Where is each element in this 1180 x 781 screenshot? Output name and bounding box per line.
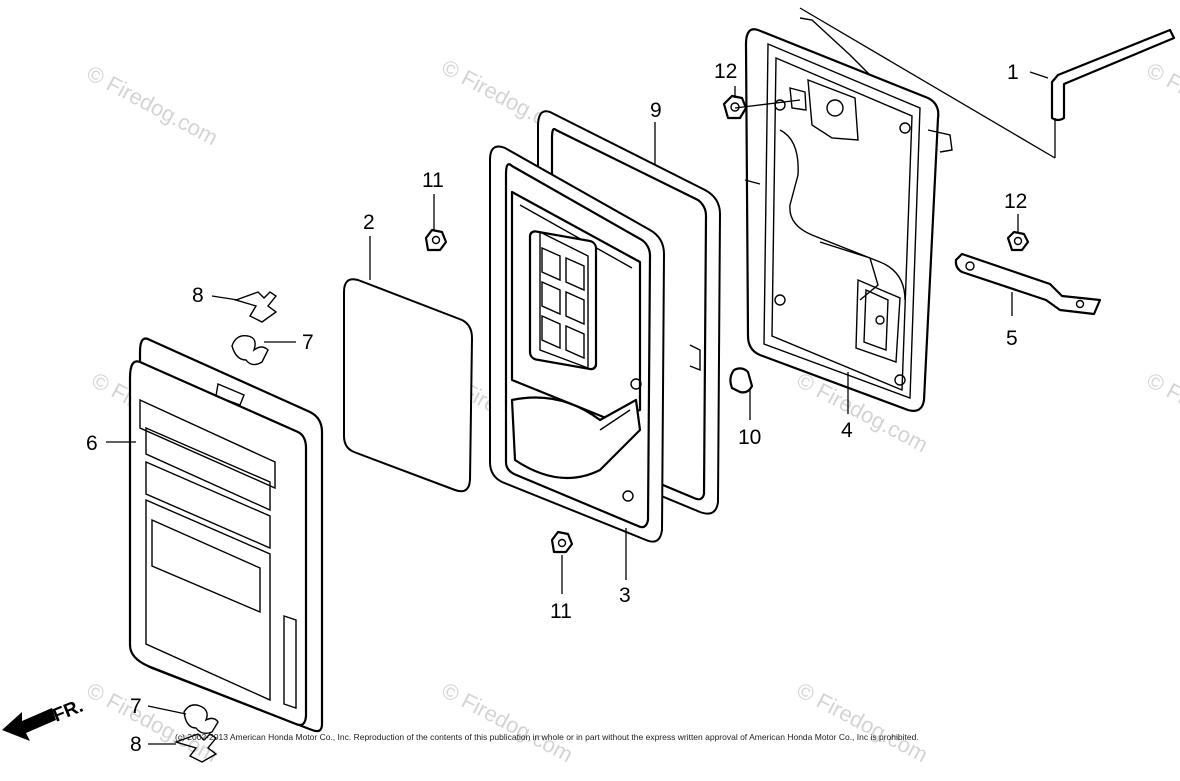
part-2-foam-element bbox=[343, 278, 474, 493]
part-11-nut-top bbox=[424, 228, 448, 252]
watermark: © Firedog.com bbox=[83, 677, 222, 767]
callout-12-right: 12 bbox=[1004, 190, 1027, 213]
part-12-nut-top bbox=[722, 94, 748, 120]
part-3-element-holder bbox=[489, 145, 701, 543]
callout-1: 1 bbox=[1007, 61, 1019, 84]
part-10-grommet bbox=[729, 367, 754, 394]
part-11-nut-bottom bbox=[550, 530, 574, 554]
part-8-clip-top bbox=[233, 291, 278, 323]
watermark: © Firedog.com bbox=[83, 60, 222, 150]
watermark: © Firedog.com bbox=[1143, 367, 1180, 457]
callout-5: 5 bbox=[1006, 327, 1018, 350]
watermark: © Firedog.com bbox=[1143, 57, 1180, 147]
hardware bbox=[424, 94, 1030, 554]
clips bbox=[173, 291, 278, 763]
callout-8-bottom: 8 bbox=[130, 733, 142, 756]
part-1-breather-tube bbox=[799, 7, 1176, 159]
callout-3: 3 bbox=[619, 584, 631, 607]
part-4-air-cleaner-case bbox=[744, 17, 953, 412]
callout-12-top: 12 bbox=[714, 60, 737, 83]
part-7-clip-bottom bbox=[183, 704, 219, 735]
front-direction-marker: FR. bbox=[2, 696, 86, 741]
callout-labels: 1 2 3 4 5 6 7 7 8 8 9 10 11 11 12 12 bbox=[86, 60, 1027, 756]
copyright-notice: (c) 2002-2013 American Honda Motor Co., … bbox=[175, 732, 919, 742]
callout-6: 6 bbox=[86, 432, 98, 455]
callout-7-top: 7 bbox=[302, 331, 314, 354]
part-8-clip-bottom bbox=[173, 733, 218, 763]
leader-lines bbox=[106, 86, 1019, 745]
front-label: FR. bbox=[50, 696, 86, 727]
callout-4: 4 bbox=[841, 419, 853, 442]
callout-9: 9 bbox=[650, 99, 662, 122]
front-arrow-icon bbox=[2, 708, 56, 741]
part-5-bracket bbox=[954, 252, 1102, 316]
part-6-air-cleaner-cover bbox=[128, 337, 324, 733]
callout-11-top: 11 bbox=[422, 169, 444, 192]
callout-2: 2 bbox=[363, 211, 375, 234]
callout-8-top: 8 bbox=[192, 284, 204, 307]
watermark: © Firedog.com bbox=[438, 677, 577, 767]
part-12-nut-right bbox=[1006, 230, 1030, 252]
part-7-clip-top bbox=[231, 335, 269, 366]
callout-11-bottom: 11 bbox=[550, 600, 572, 623]
callout-7-bottom: 7 bbox=[130, 695, 142, 718]
watermark: © Firedog.com bbox=[793, 677, 932, 767]
callout-10: 10 bbox=[738, 426, 761, 449]
